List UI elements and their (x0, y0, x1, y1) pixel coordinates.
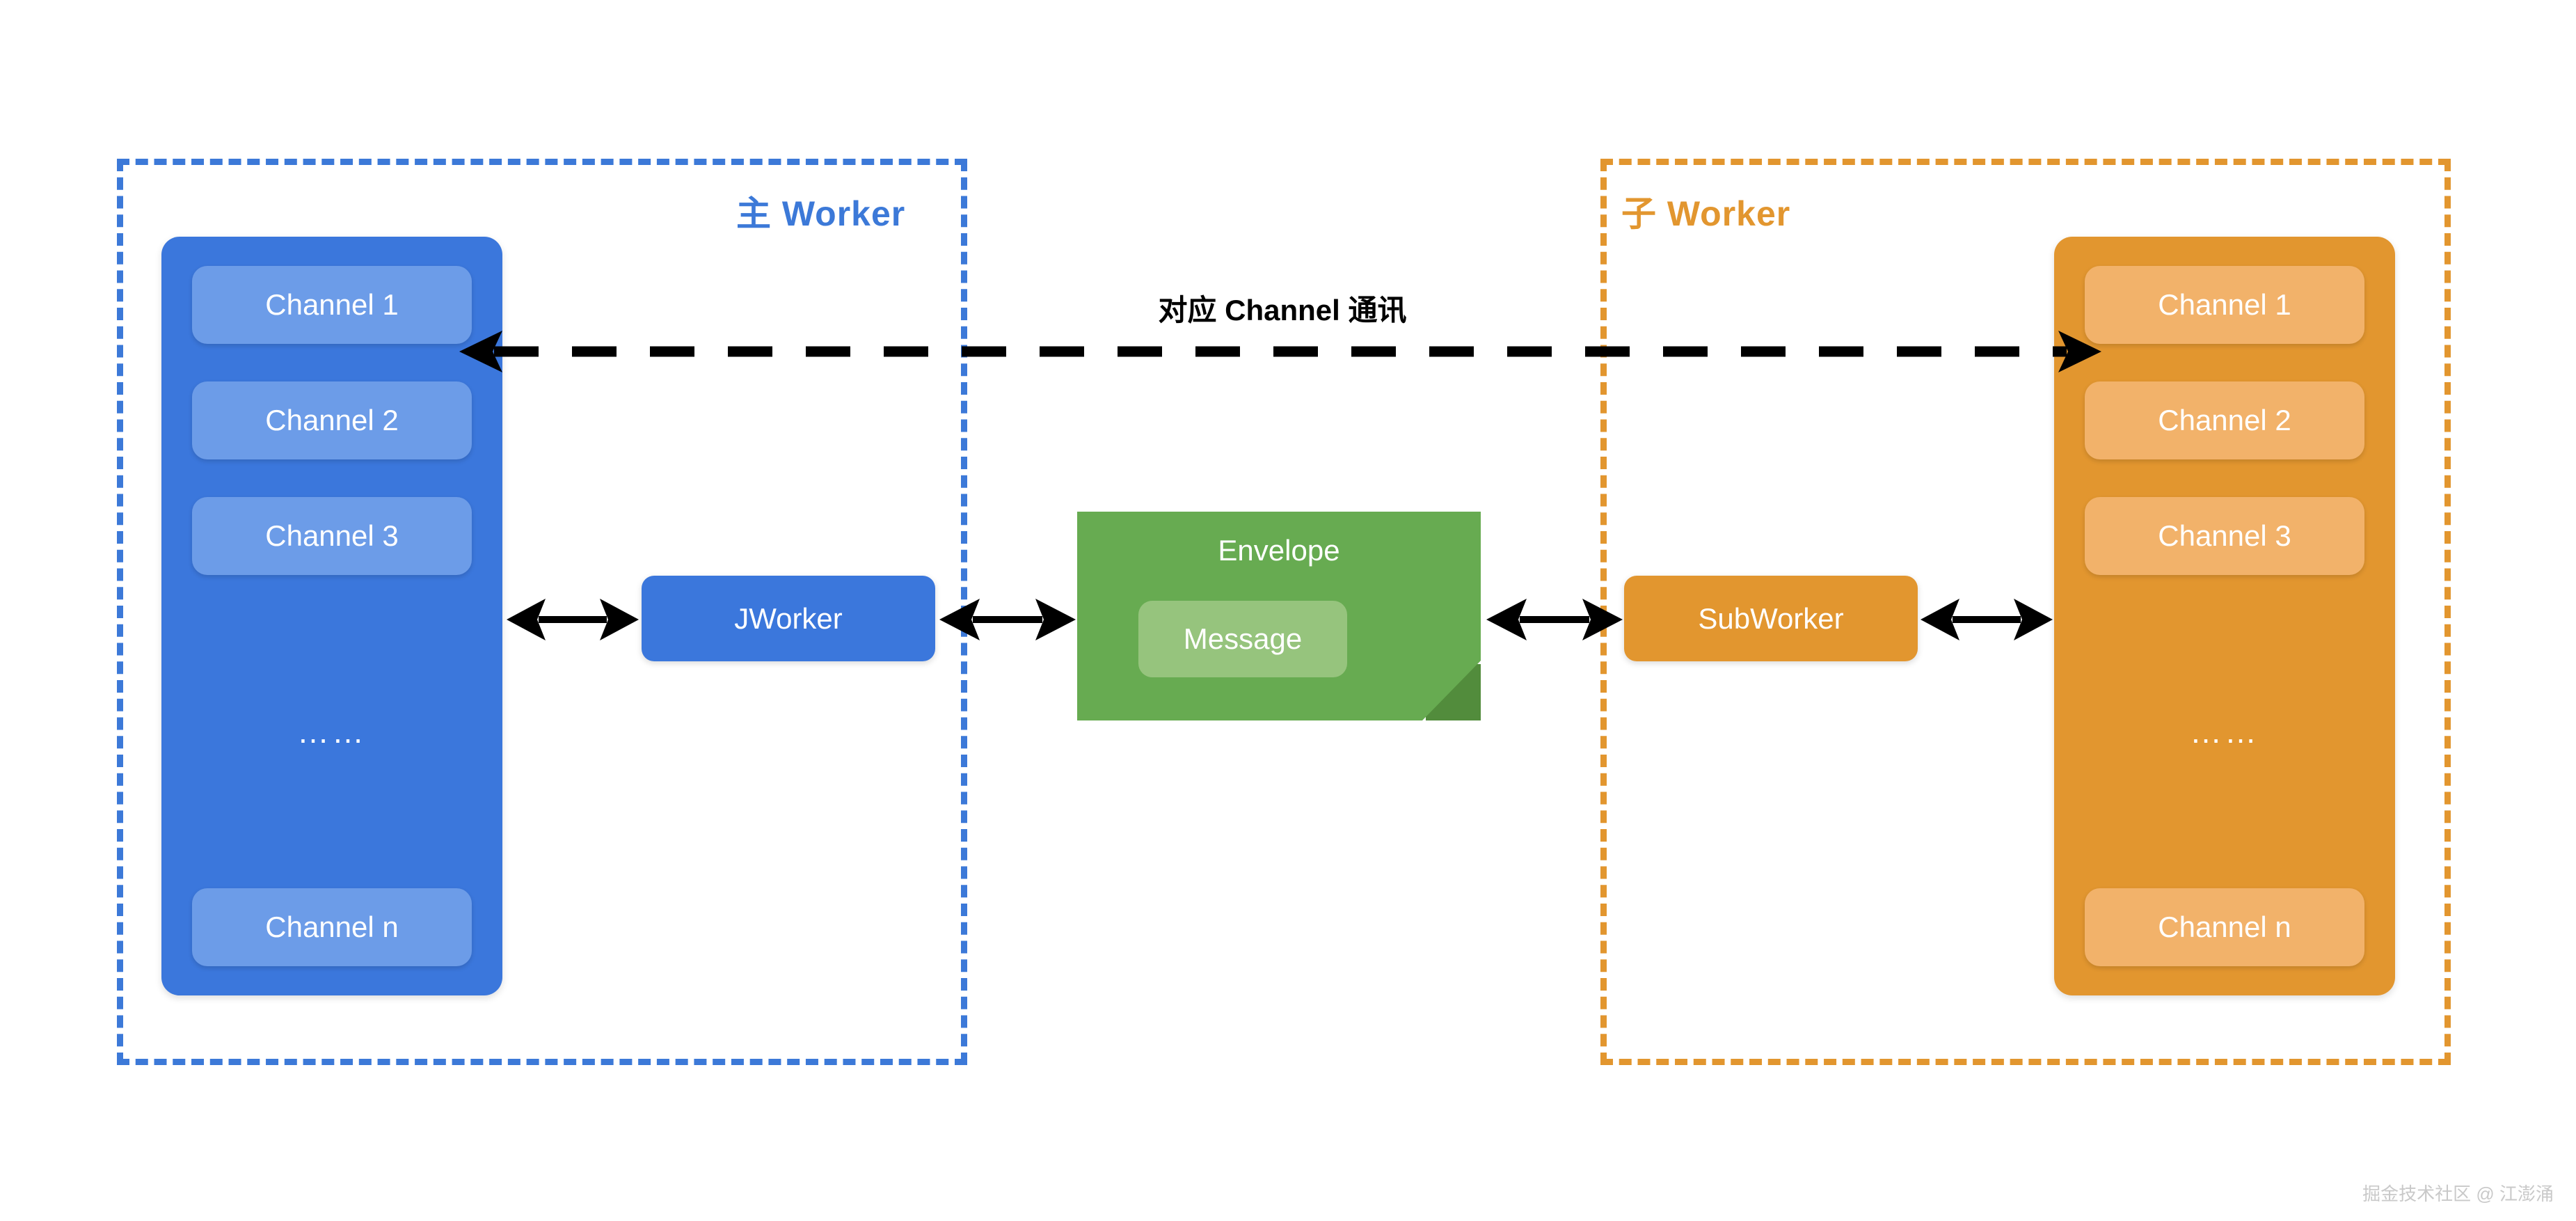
message-box[interactable]: Message (1138, 601, 1347, 677)
channel-communication-label: 对应 Channel 通讯 (1158, 294, 1407, 326)
channel-gap (192, 459, 472, 497)
main-channel-2-label: Channel 2 (265, 404, 399, 436)
jworker-label: JWorker (734, 601, 843, 635)
channel-communication-dashed-arrow (459, 331, 2101, 372)
envelope-title: Envelope (1218, 534, 1340, 567)
channel-gap (2085, 459, 2364, 497)
sub-channel-3[interactable]: Channel 3 (2085, 497, 2364, 575)
arrow-envelope-to-subworker (1486, 599, 1623, 640)
watermark: 掘金技术社区 @ 江澎涌 (2362, 1183, 2554, 1204)
main-channel-1[interactable]: Channel 1 (192, 266, 472, 344)
main-worker-channel-stack: Channel 1 Channel 2 Channel 3 …… Channel… (161, 237, 502, 995)
envelope-shape[interactable]: Envelope Message (1077, 512, 1481, 720)
main-channel-n-label: Channel n (265, 911, 399, 943)
main-worker-group-label: 主 Worker (736, 194, 906, 233)
main-channel-n[interactable]: Channel n (192, 888, 472, 966)
arrow-channels-to-jworker (507, 599, 639, 640)
sub-worker-channel-stack: Channel 1 Channel 2 Channel 3 …… Channel… (2054, 237, 2395, 995)
main-channel-2[interactable]: Channel 2 (192, 381, 472, 459)
main-channel-1-label: Channel 1 (265, 288, 399, 321)
sub-channel-n-label: Channel n (2158, 911, 2291, 943)
sub-channel-3-label: Channel 3 (2158, 519, 2291, 552)
sub-channel-2-label: Channel 2 (2158, 404, 2291, 436)
sub-channel-n[interactable]: Channel n (2085, 888, 2364, 966)
main-channel-3[interactable]: Channel 3 (192, 497, 472, 575)
sub-worker-group-label: 子 Worker (1621, 194, 1791, 233)
subworker-box[interactable]: SubWorker (1624, 576, 1918, 661)
sub-channel-1[interactable]: Channel 1 (2085, 266, 2364, 344)
message-label: Message (1183, 622, 1303, 655)
main-channel-3-label: Channel 3 (265, 519, 399, 552)
sub-channel-ellipsis: …… (2190, 714, 2259, 750)
main-channel-ellipsis: …… (297, 714, 367, 750)
channel-gap (192, 344, 472, 381)
jworker-box[interactable]: JWorker (642, 576, 935, 661)
sub-channel-1-label: Channel 1 (2158, 288, 2291, 321)
arrow-jworker-to-envelope (939, 599, 1076, 640)
subworker-label: SubWorker (1698, 601, 1844, 635)
sub-channel-2[interactable]: Channel 2 (2085, 381, 2364, 459)
channel-gap (2085, 344, 2364, 381)
arrow-subworker-to-channels (1921, 599, 2053, 640)
